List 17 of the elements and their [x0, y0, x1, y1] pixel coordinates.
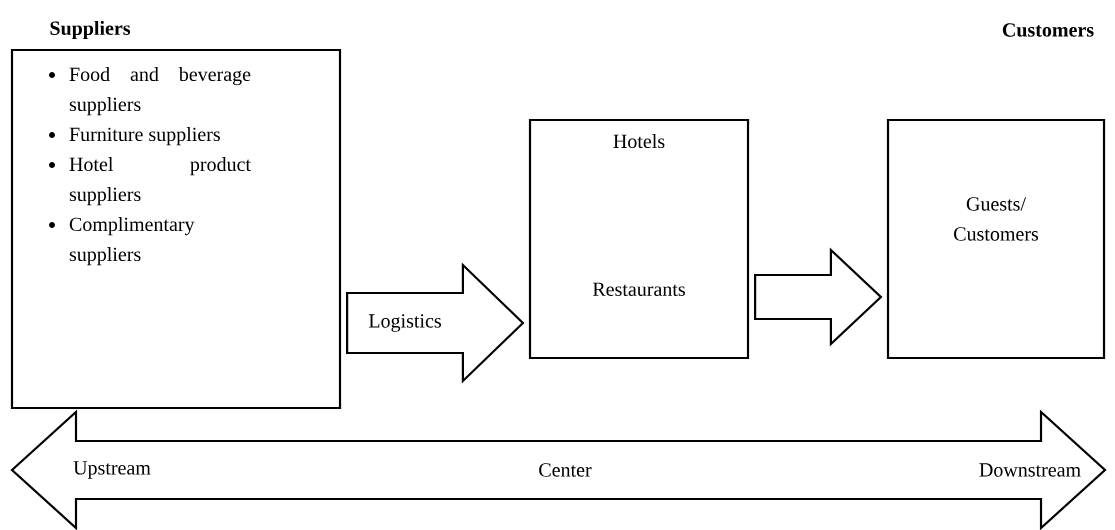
venue-box [528, 118, 750, 360]
box-text: Guests/ Customers [954, 197, 1039, 241]
band-label: Upstream [73, 461, 151, 479]
band-label: Center [539, 463, 592, 477]
box-text: Restaurants [592, 282, 685, 296]
heading: Customers [1002, 23, 1094, 37]
edge-label: Logistics [368, 314, 441, 332]
list-item: Hotel product suppliers [49, 157, 251, 206]
double-arrow-band [10, 409, 1107, 530]
band-label: Downstream [979, 463, 1081, 477]
box-text: Hotels [613, 134, 665, 149]
list-item: Furniture suppliers [49, 127, 220, 146]
list-item: Complimentary suppliers [49, 217, 195, 266]
block-arrow [346, 262, 525, 384]
block-arrow [754, 247, 883, 347]
list-item: Food and beverage suppliers [49, 67, 251, 116]
heading: Suppliers [50, 20, 131, 40]
